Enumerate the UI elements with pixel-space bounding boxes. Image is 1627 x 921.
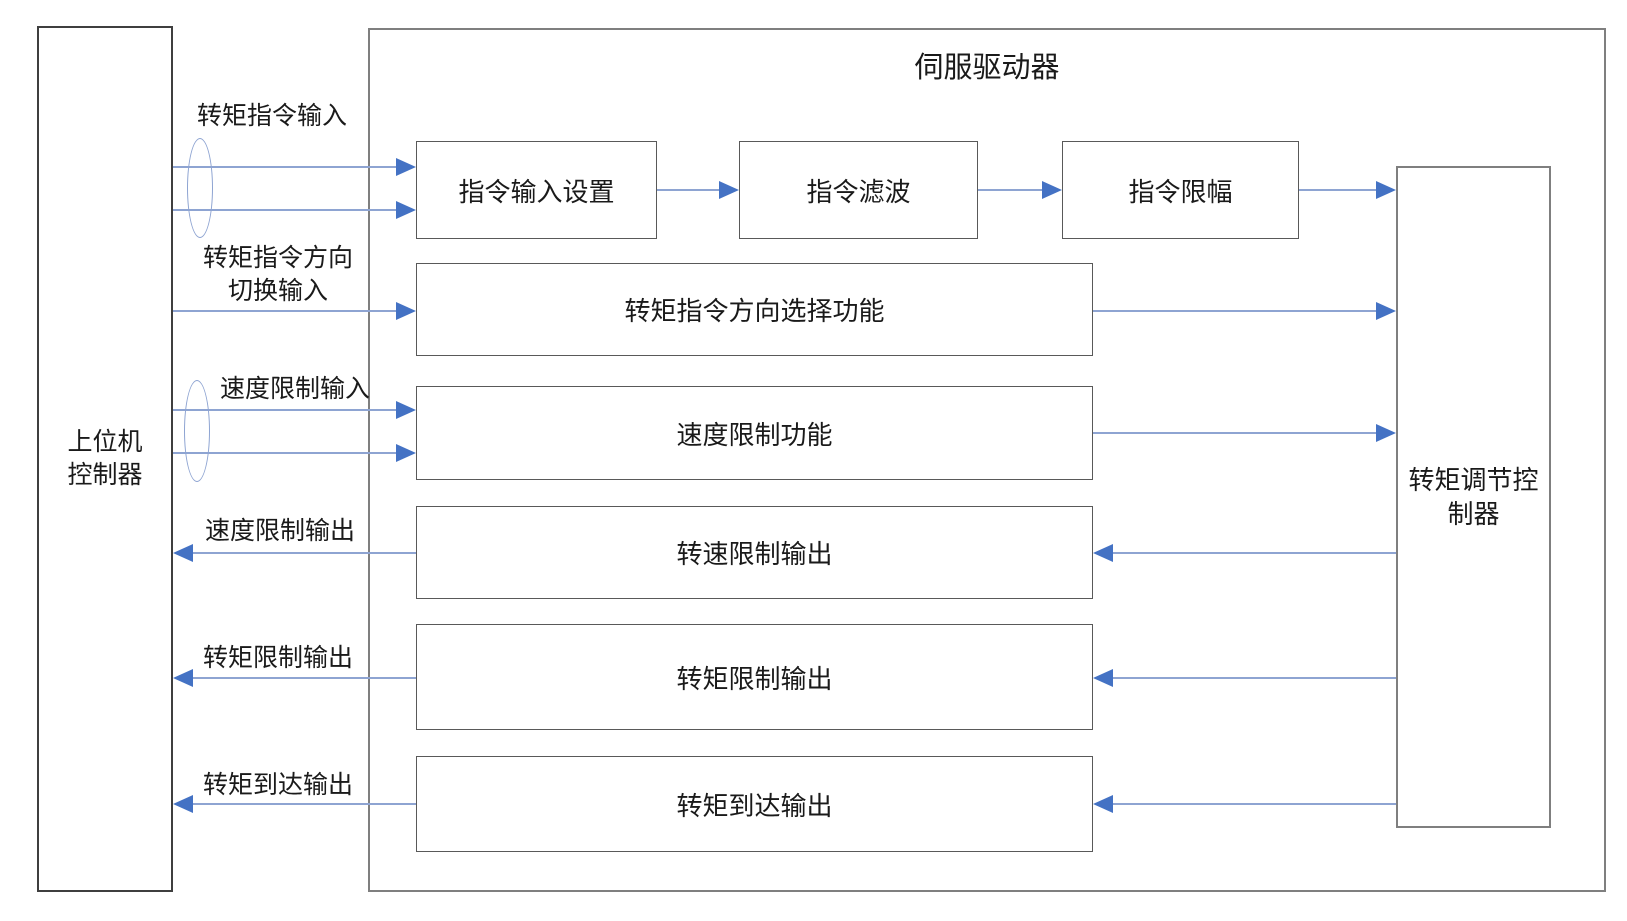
host-controller-label-line2: 控制器 bbox=[67, 461, 143, 489]
wire-filter-to-limit bbox=[978, 189, 1042, 191]
cmd-filter-box: 指令滤波 bbox=[739, 141, 978, 239]
host-controller-box: 上位机 控制器 bbox=[37, 26, 173, 892]
servo-driver-frame bbox=[368, 28, 1606, 892]
wire-regulator-to-torquelim bbox=[1113, 677, 1396, 679]
arrowhead-limit-to-regulator bbox=[1376, 181, 1396, 199]
label-torque-reach-output: 转矩到达输出 bbox=[202, 771, 354, 799]
arrowhead-cmdinput-to-filter bbox=[719, 181, 739, 199]
arrowhead-torquereach-to-host bbox=[173, 795, 193, 813]
wire-bundle-ellipse-torque-input bbox=[187, 138, 213, 238]
arrowhead-speed-limit-input-1 bbox=[396, 401, 416, 419]
arrowhead-regulator-to-speedout bbox=[1093, 544, 1113, 562]
arrowhead-speedout-to-host bbox=[173, 544, 193, 562]
wire-speed-limit-input-2 bbox=[173, 452, 396, 454]
label-torque-cmd-direction-line2: 切换输入 bbox=[227, 277, 329, 305]
arrowhead-direction-to-regulator bbox=[1376, 302, 1396, 320]
label-torque-cmd-direction: 转矩指令方向 切换输入 bbox=[203, 242, 353, 308]
wire-torque-cmd-input-1 bbox=[173, 166, 396, 168]
torque-limit-output-box: 转矩限制输出 bbox=[416, 624, 1093, 730]
servo-driver-title: 伺服驱动器 bbox=[914, 52, 1060, 84]
arrowhead-torquelim-to-host bbox=[173, 669, 193, 687]
wire-direction-to-regulator bbox=[1093, 310, 1376, 312]
wire-speedout-to-host bbox=[193, 552, 416, 554]
cmd-limit-box: 指令限幅 bbox=[1062, 141, 1299, 239]
arrowhead-speed-limit-input-2 bbox=[396, 444, 416, 462]
wire-bundle-ellipse-speed-input bbox=[184, 380, 210, 482]
arrowhead-speedfn-to-regulator bbox=[1376, 424, 1396, 442]
wire-speedfn-to-regulator bbox=[1093, 432, 1376, 434]
wire-torquereach-to-host bbox=[193, 803, 416, 805]
torque-regulator-label-line2: 制器 bbox=[1447, 499, 1500, 529]
label-torque-limit-output: 转矩限制输出 bbox=[202, 644, 354, 672]
wire-torque-cmd-input-2 bbox=[173, 209, 396, 211]
wire-limit-to-regulator bbox=[1299, 189, 1376, 191]
speed-limit-output-box: 转速限制输出 bbox=[416, 506, 1093, 599]
torque-direction-select-box: 转矩指令方向选择功能 bbox=[416, 263, 1093, 356]
wire-regulator-to-torquereach bbox=[1113, 803, 1396, 805]
label-speed-limit-output: 速度限制输出 bbox=[204, 517, 356, 545]
wire-direction-input bbox=[173, 310, 396, 312]
torque-regulator-box: 转矩调节控 制器 bbox=[1396, 166, 1551, 828]
arrowhead-regulator-to-torquereach bbox=[1093, 795, 1113, 813]
label-torque-cmd-direction-line1: 转矩指令方向 bbox=[202, 244, 354, 272]
arrowhead-regulator-to-torquelim bbox=[1093, 669, 1113, 687]
arrowhead-direction-input bbox=[396, 302, 416, 320]
arrowhead-torque-cmd-input-1 bbox=[396, 158, 416, 176]
arrowhead-torque-cmd-input-2 bbox=[396, 201, 416, 219]
label-speed-limit-input: 速度限制输入 bbox=[219, 375, 371, 403]
wire-speed-limit-input-1 bbox=[173, 409, 396, 411]
wire-torquelim-to-host bbox=[193, 677, 416, 679]
torque-regulator-label-line1: 转矩调节控 bbox=[1408, 465, 1539, 495]
wire-cmdinput-to-filter bbox=[657, 189, 719, 191]
label-torque-cmd-input: 转矩指令输入 bbox=[196, 102, 348, 130]
cmd-input-setting-box: 指令输入设置 bbox=[416, 141, 657, 239]
torque-reach-output-box: 转矩到达输出 bbox=[416, 756, 1093, 852]
arrowhead-filter-to-limit bbox=[1042, 181, 1062, 199]
speed-limit-function-box: 速度限制功能 bbox=[416, 386, 1093, 480]
host-controller-label-line1: 上位机 bbox=[67, 428, 143, 456]
wire-regulator-to-speedout bbox=[1113, 552, 1396, 554]
